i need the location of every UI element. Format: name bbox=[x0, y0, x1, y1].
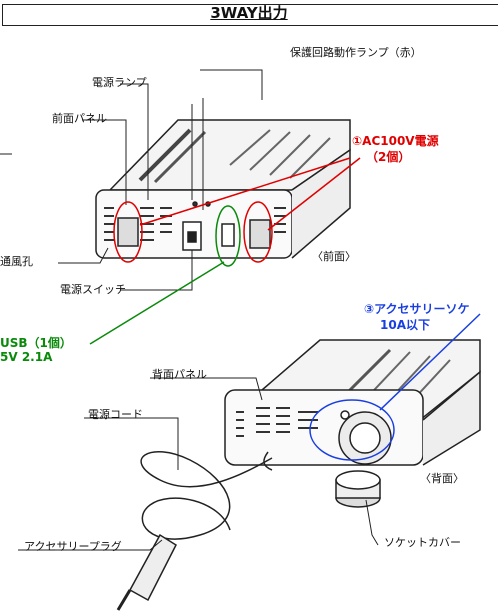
power-switch-label: 電源スイッチ bbox=[60, 283, 126, 296]
accessory-plug-label: アクセサリープラグ bbox=[24, 540, 122, 553]
title-box bbox=[2, 4, 498, 26]
usb-callout-spec: 5V 2.1A bbox=[0, 350, 53, 364]
protect-lamp-label: 保護回路動作ランプ（赤） bbox=[290, 46, 422, 59]
power-cord-label: 電源コード bbox=[88, 408, 143, 421]
accessory-callout-title: ③アクセサリーソケ bbox=[364, 302, 470, 316]
rear-leaders bbox=[18, 377, 379, 551]
front-leaders bbox=[0, 69, 263, 291]
ac-callout-title: ①AC100V電源 bbox=[352, 134, 439, 148]
page-title: 3WAY出力 bbox=[210, 4, 288, 22]
ac-callout bbox=[113, 157, 361, 263]
usb-callout bbox=[89, 205, 241, 345]
rear-view-label: 〈背面〉 bbox=[420, 472, 464, 485]
front-view-label: 〈前面〉 bbox=[312, 250, 356, 263]
socket-cover-label: ソケットカバー bbox=[384, 536, 461, 549]
power-lamp-label: 電源ランプ bbox=[92, 76, 147, 89]
front-panel-label: 前面パネル bbox=[52, 112, 107, 125]
rear-panel-label: 背面パネル bbox=[152, 368, 207, 381]
usb-callout-title: USB（1個） bbox=[0, 336, 72, 350]
accessory-callout bbox=[309, 313, 481, 461]
vent-label: 通風孔 bbox=[0, 255, 33, 268]
front-inverter bbox=[95, 119, 351, 259]
accessory-callout-spec: 10A以下 bbox=[380, 318, 430, 332]
rear-inverter bbox=[116, 339, 481, 611]
ac-callout-count: （2個） bbox=[366, 150, 411, 164]
